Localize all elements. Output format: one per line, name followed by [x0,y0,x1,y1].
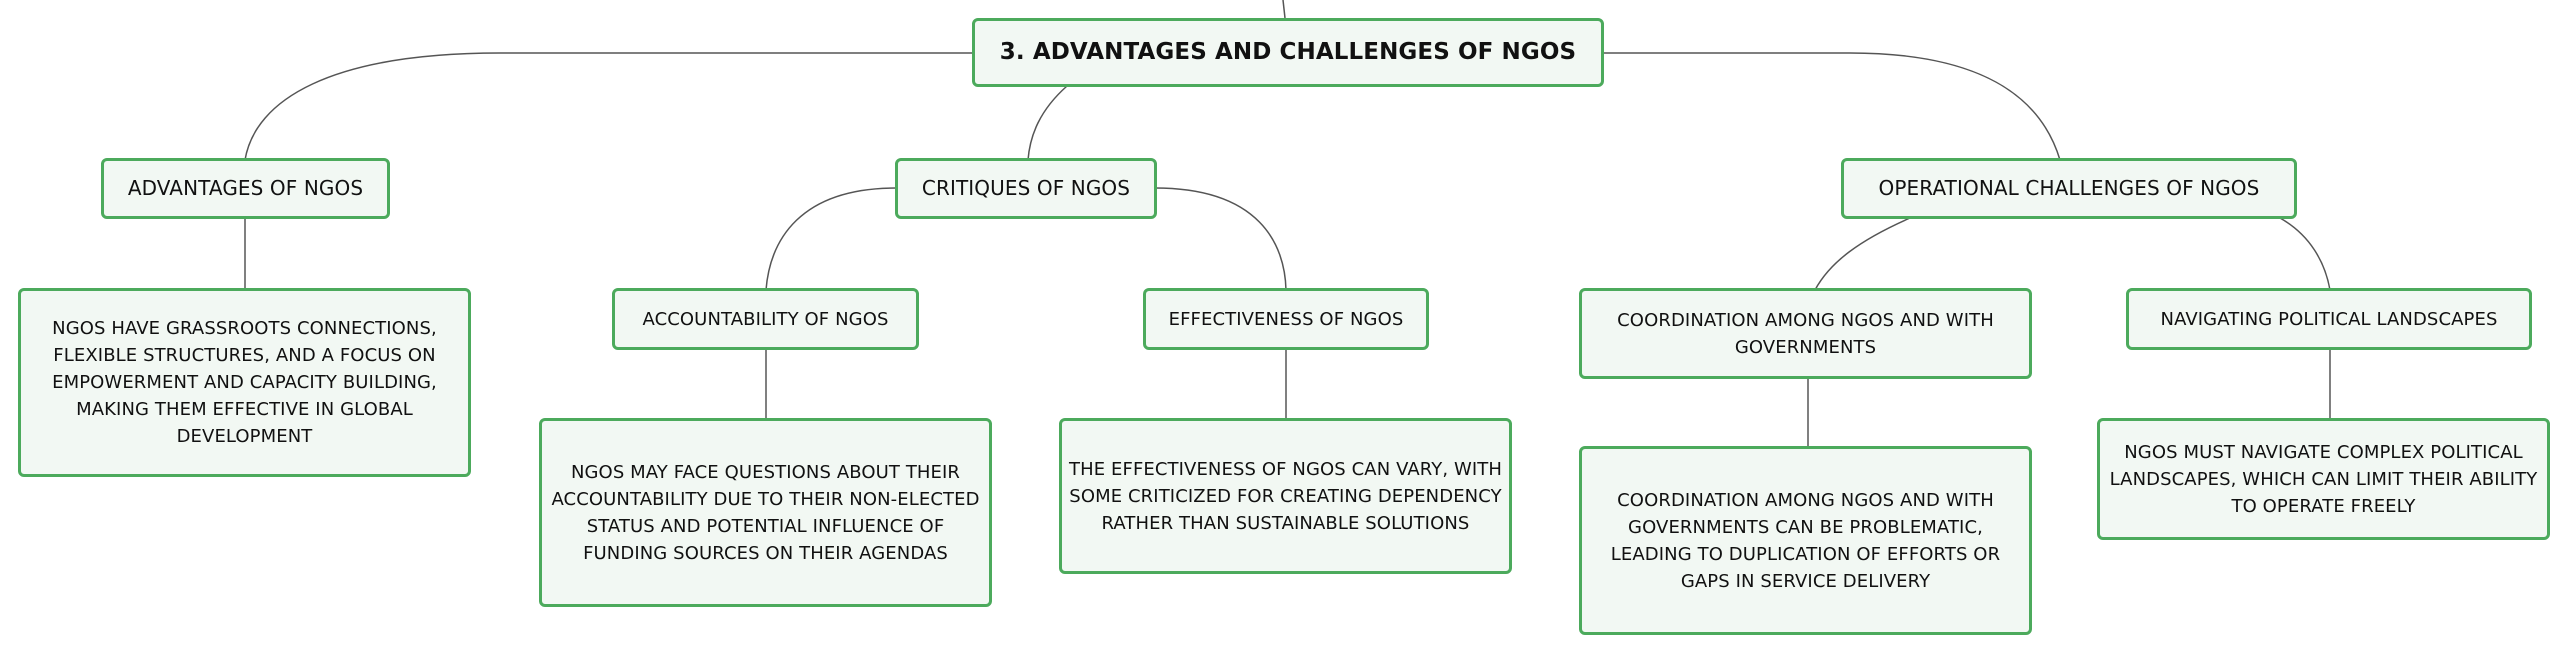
connector-incoming [1282,0,1286,19]
connector-operational-political [2279,217,2331,291]
topic-coordination-detail[interactable]: COORDINATION AMONG NGOS AND WITH GOVERNM… [1579,446,2032,635]
connector-root-operational [1596,52,2061,161]
topic-political-detail[interactable]: NGOS MUST NAVIGATE COMPLEX POLITICAL LAN… [2097,418,2550,540]
topic-effectiveness[interactable]: EFFECTIVENESS OF NGOS [1143,288,1429,350]
root-topic[interactable]: 3. ADVANTAGES AND CHALLENGES OF NGOS [972,18,1604,87]
connector-operational-coordination [1814,217,1911,291]
topic-political-landscapes[interactable]: NAVIGATING POLITICAL LANDSCAPES [2126,288,2532,350]
connector-root-critiques [1027,85,1068,161]
topic-coordination[interactable]: COORDINATION AMONG NGOS AND WITH GOVERNM… [1579,288,2032,379]
topic-advantages-detail[interactable]: NGOS HAVE GRASSROOTS CONNECTIONS, FLEXIB… [18,288,471,477]
connector-critiques-accountability [765,187,897,291]
topic-accountability-detail[interactable]: NGOS MAY FACE QUESTIONS ABOUT THEIR ACCO… [539,418,992,607]
connector-root-advantages [244,52,973,161]
branch-advantages[interactable]: ADVANTAGES OF NGOS [101,158,390,219]
connector-critiques-effectiveness [1154,187,1287,291]
branch-operational-challenges[interactable]: OPERATIONAL CHALLENGES OF NGOS [1841,158,2297,219]
topic-accountability[interactable]: ACCOUNTABILITY OF NGOS [612,288,919,350]
branch-critiques[interactable]: CRITIQUES OF NGOS [895,158,1157,219]
topic-effectiveness-detail[interactable]: THE EFFECTIVENESS OF NGOS CAN VARY, WITH… [1059,418,1512,574]
